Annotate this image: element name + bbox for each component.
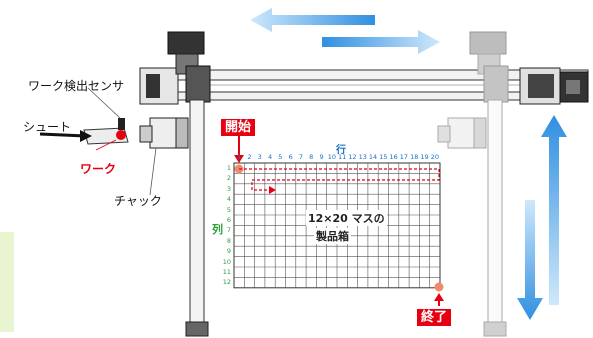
column-tick: 1 xyxy=(237,153,242,161)
column-tick: 8 xyxy=(309,153,314,161)
chute-label: シュート xyxy=(23,120,72,134)
column-tick: 15 xyxy=(379,153,388,161)
row-tick: 4 xyxy=(226,195,231,204)
column-tick: 20 xyxy=(430,153,439,161)
column-tick: 11 xyxy=(338,153,347,161)
row-tick: 8 xyxy=(226,236,231,245)
column-tick: 3 xyxy=(257,153,262,161)
side-panel xyxy=(0,232,14,332)
column-tick: 5 xyxy=(278,153,283,161)
column-tick: 10 xyxy=(327,153,336,161)
column-tick: 12 xyxy=(348,153,357,161)
work-label: ワーク xyxy=(80,162,117,176)
column-tick: 7 xyxy=(298,153,304,161)
row-tick: 9 xyxy=(226,247,231,256)
product-box-grid xyxy=(233,162,441,289)
start-badge: 開始 xyxy=(221,119,256,136)
column-tick: 6 xyxy=(288,153,293,161)
row-tick: 12 xyxy=(222,278,231,287)
row-tick: 1 xyxy=(226,164,231,172)
row-tick: 6 xyxy=(226,216,231,224)
row-tick: 10 xyxy=(222,257,231,266)
row-axis-label: 行 xyxy=(336,145,346,156)
column-tick: 9 xyxy=(319,153,324,161)
horizontal-motion-arrows xyxy=(250,8,440,54)
end-cell-marker xyxy=(434,282,444,292)
row-tick: 3 xyxy=(226,184,231,193)
column-tick: 4 xyxy=(267,153,273,161)
vertical-motion-arrows xyxy=(517,115,567,320)
chuck-label: チャック xyxy=(114,194,162,208)
row-tick: 5 xyxy=(226,205,231,214)
col-axis-label: 列 xyxy=(212,223,223,236)
end-badge: 終了 xyxy=(417,309,452,326)
box-title-line2: 製品箱 xyxy=(314,228,351,244)
column-tick: 19 xyxy=(420,153,429,161)
column-tick: 16 xyxy=(389,153,398,161)
column-tick: 17 xyxy=(399,153,409,161)
sensor-label: ワーク検出センサ xyxy=(28,79,125,93)
column-tick: 18 xyxy=(410,153,419,161)
box-title-line1: 12×20 マスの xyxy=(306,210,387,226)
row-tick: 2 xyxy=(226,174,231,183)
column-tick: 2 xyxy=(247,153,252,161)
row-tick: 7 xyxy=(226,226,231,235)
row-tick: 11 xyxy=(222,268,231,276)
pick-path xyxy=(239,168,440,191)
column-tick: 13 xyxy=(358,153,367,161)
column-tick: 14 xyxy=(368,153,378,161)
